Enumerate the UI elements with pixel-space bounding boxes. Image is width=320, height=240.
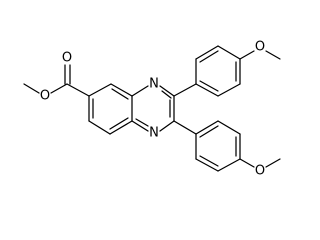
bond (109, 120, 133, 135)
bond (23, 83, 40, 94)
bond (50, 83, 68, 94)
atom-label-o-carbonyl: O (62, 51, 72, 66)
atom-label-o-methoxy-bottom: O (255, 164, 265, 179)
bond (173, 120, 197, 135)
atom-labels: N N O O O O (40, 40, 265, 179)
bond (131, 120, 149, 132)
bond (199, 50, 219, 63)
atom-label-n-bottom: N (149, 126, 159, 141)
bond (195, 120, 219, 135)
atom-label-o-ester: O (40, 89, 50, 104)
bond (265, 50, 281, 60)
bond (217, 158, 241, 172)
bond (217, 83, 241, 97)
bond (217, 45, 241, 60)
chemical-structure-diagram: N N O O O O (23, 40, 281, 179)
bond (66, 83, 90, 97)
bond (239, 50, 255, 60)
bond (88, 120, 111, 135)
bond (195, 158, 219, 172)
bond (239, 158, 255, 168)
bond (265, 158, 281, 168)
bond (195, 83, 219, 97)
bonds (23, 45, 281, 172)
atom-label-o-methoxy-top: O (255, 40, 265, 55)
bond (111, 88, 129, 100)
bond (173, 83, 197, 97)
bond (159, 120, 175, 132)
bond (135, 118, 149, 127)
bond (131, 85, 149, 97)
bond (109, 117, 129, 130)
bond (159, 85, 175, 97)
bond (199, 155, 219, 167)
atom-label-n-top: N (149, 77, 159, 92)
bond (88, 83, 112, 97)
bond (199, 80, 219, 92)
bond (110, 83, 133, 97)
bond (195, 45, 219, 60)
bond (161, 90, 172, 99)
bond (199, 125, 219, 138)
bond (217, 120, 241, 135)
